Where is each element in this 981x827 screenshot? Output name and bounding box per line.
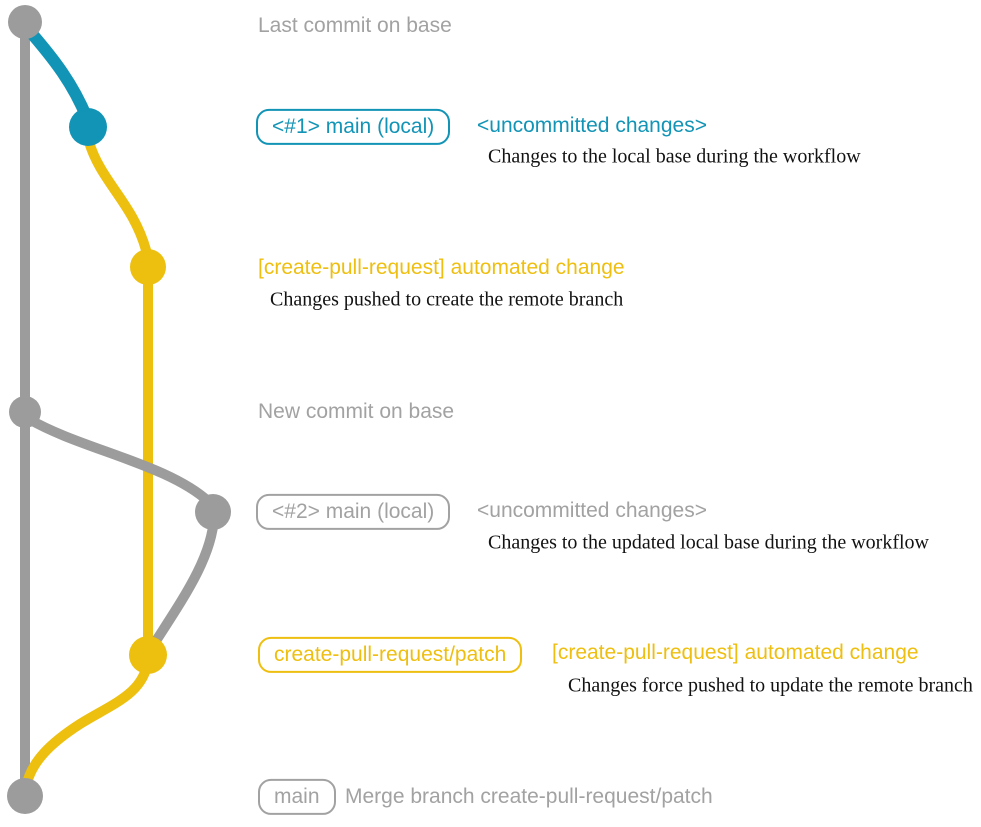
label-merge-branch: Merge branch create-pull-request/patch — [345, 784, 713, 808]
commit-dot-merge-commit — [7, 778, 43, 814]
label-automated-change-2: [create-pull-request] automated change — [552, 640, 919, 664]
label-uncommitted-changes-1: <uncommitted changes> — [477, 113, 707, 137]
git-graph — [7, 5, 231, 814]
branch-badge-main-local-1: <#1> main (local) — [256, 108, 451, 146]
label-automated-change-1: [create-pull-request] automated change — [258, 255, 625, 279]
commit-dot-new-commit-on-base — [9, 396, 41, 428]
local-main-branch-edge-2b — [149, 512, 219, 649]
commit-dot-local-main-2 — [195, 494, 231, 530]
local-main-branch-edge-2a — [24, 414, 214, 507]
merge-edge — [21, 655, 153, 793]
label-uncommitted-changes-2: <uncommitted changes> — [477, 498, 707, 522]
desc-local-base-changes: Changes to the local base during the wor… — [488, 145, 861, 168]
branch-badge-main-local-2: <#2> main (local) — [256, 493, 451, 531]
branch-badge-main: main — [258, 778, 336, 816]
badge-text: create-pull-request/patch — [258, 636, 523, 674]
desc-changes-force-pushed: Changes force pushed to update the remot… — [568, 674, 973, 697]
local-main-branch-edge-1 — [21, 22, 93, 124]
commit-dot-local-main-1 — [69, 108, 107, 146]
label-last-commit-on-base: Last commit on base — [258, 13, 452, 37]
badge-text: <#1> main (local) — [256, 108, 451, 146]
desc-changes-pushed: Changes pushed to create the remote bran… — [270, 288, 624, 311]
label-new-commit-on-base: New commit on base — [258, 399, 455, 423]
commit-dot-automated-change-1 — [130, 249, 166, 285]
commit-dot-automated-change-2 — [129, 636, 167, 674]
desc-updated-local-base-changes: Changes to the updated local base during… — [488, 531, 929, 554]
badge-text: <#2> main (local) — [256, 493, 451, 531]
commit-dot-last-commit-on-base — [8, 5, 42, 39]
branch-badge-create-pull-request-patch: create-pull-request/patch — [258, 636, 523, 674]
badge-text: main — [258, 778, 336, 816]
patch-branch-edge-1 — [84, 137, 151, 255]
